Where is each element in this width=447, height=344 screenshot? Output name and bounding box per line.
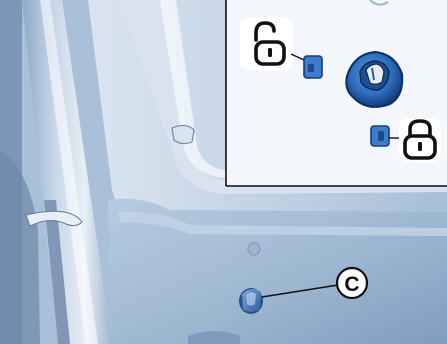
unlock-keyhole [268,48,272,57]
trim-fastener [248,243,260,255]
unlock-indicator-detail [308,64,314,72]
lock-button-shine [246,292,256,305]
lock-keyhole [418,142,422,151]
door-lock-button[interactable] [239,288,263,314]
inset-detail [226,0,447,186]
frame-clip [172,125,194,143]
callout-label: C [344,273,359,296]
callout-c: C [337,268,367,298]
lock-indicator-detail [378,131,384,141]
unlock-icon [241,18,292,70]
lock-icon [399,118,441,162]
